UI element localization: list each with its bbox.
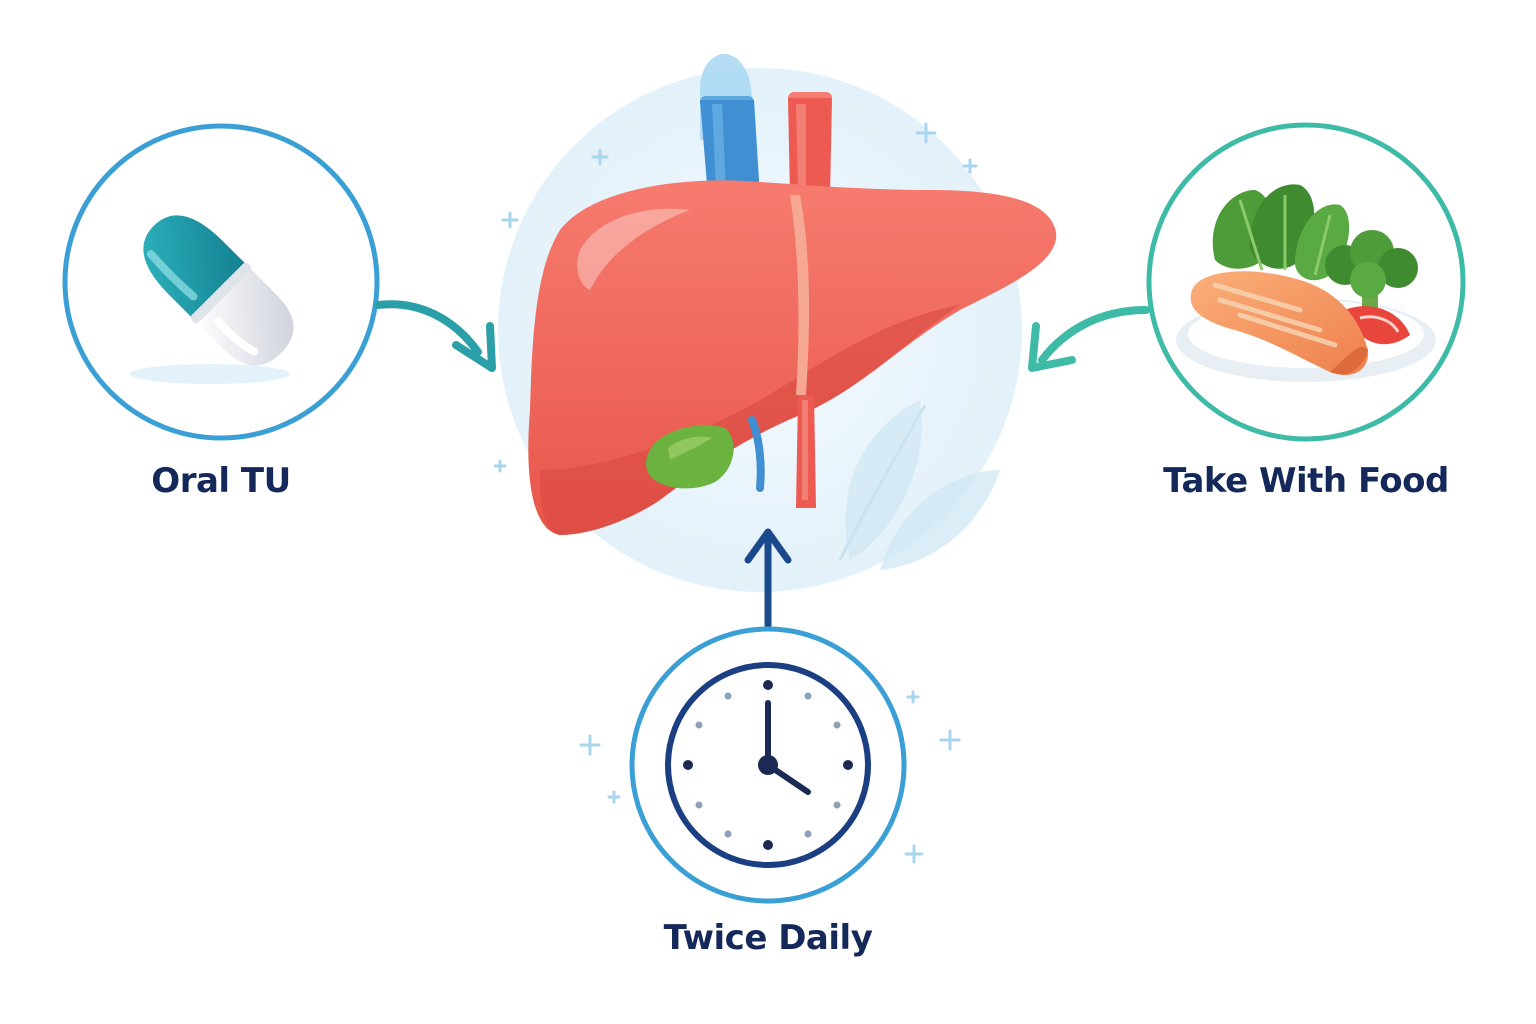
arrowhead-food <box>1028 322 1076 372</box>
label-oral-tu: Oral TU <box>151 461 291 501</box>
node-twice-daily <box>629 626 907 904</box>
arrowhead-twice <box>744 528 792 564</box>
node-take-with-food <box>1146 122 1466 442</box>
capsule-icon <box>143 215 294 366</box>
broccoli-icon <box>1325 230 1418 316</box>
node-oral-tu <box>62 123 380 441</box>
label-take-with-food: Take With Food <box>1163 461 1449 501</box>
label-twice-daily: Twice Daily <box>663 918 873 958</box>
salmon-icon <box>1190 271 1369 376</box>
greens-icon <box>1212 184 1350 281</box>
arrow-oral-to-liver <box>374 300 482 356</box>
liver-icon <box>528 53 1057 535</box>
arrowhead-oral <box>452 322 496 372</box>
clock-icon <box>665 662 871 868</box>
leaf-decoration <box>838 400 1000 570</box>
arrow-food-to-liver <box>1038 306 1150 364</box>
